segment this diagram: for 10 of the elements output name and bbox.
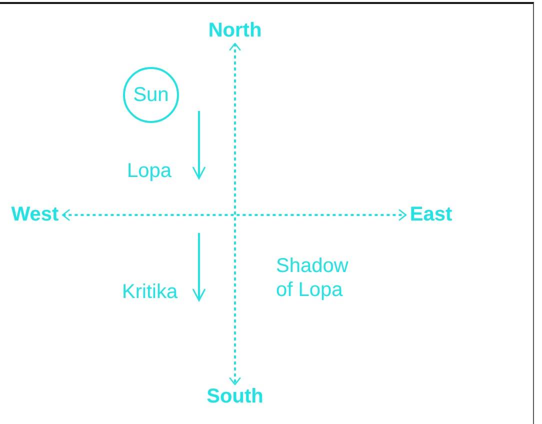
double-headed-arrow	[62, 208, 407, 222]
name-label: Lopa	[127, 159, 172, 183]
direction-label: North	[204, 18, 266, 44]
double-headed-arrow	[228, 42, 242, 386]
direction-label: South	[202, 384, 268, 410]
direction-label: East	[406, 202, 456, 228]
shadow-label: Shadow of Lopa	[276, 254, 350, 302]
name-label: Kritika	[122, 280, 178, 304]
direction-label: West	[7, 202, 63, 228]
sun-label: Sun	[133, 84, 169, 106]
